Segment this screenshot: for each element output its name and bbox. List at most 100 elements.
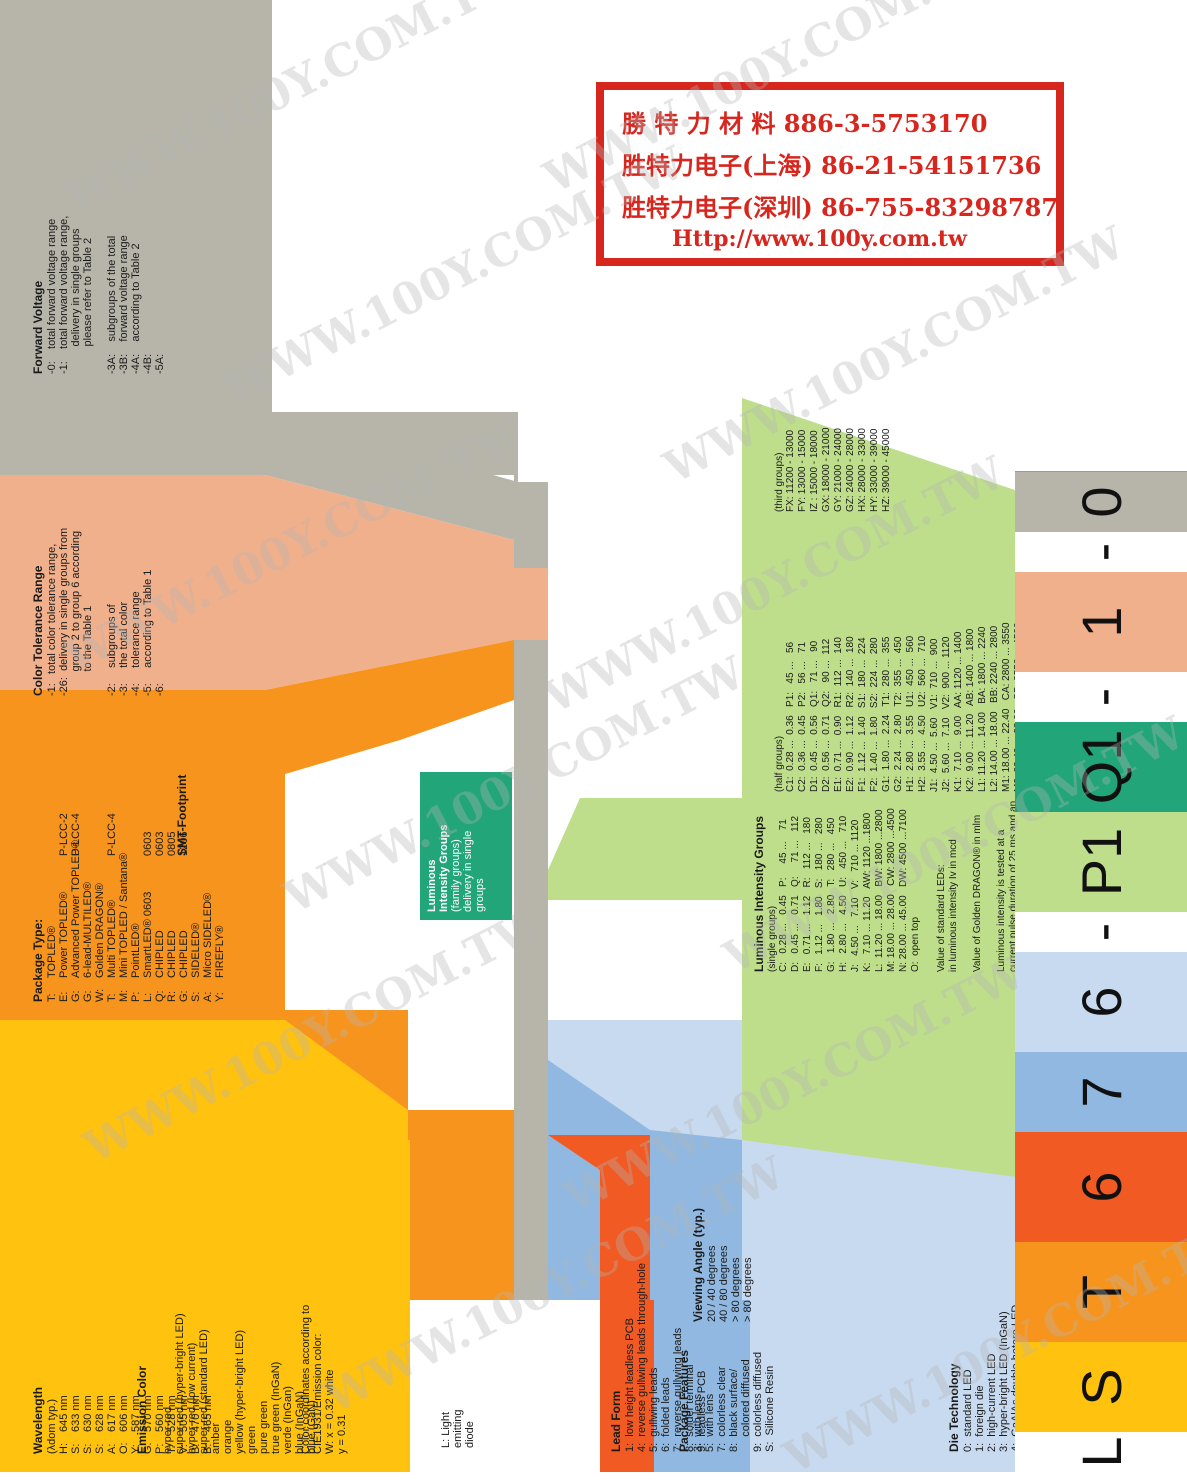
package-row: E: Power TOPLED® P-LCC-2 xyxy=(58,813,70,1002)
wavelength-row: S: 633 nm xyxy=(70,1387,82,1454)
forward-voltage-line: -1: total forward voltage range, xyxy=(58,215,70,374)
luminous-note-line xyxy=(984,801,996,972)
half-group-line: D1: 0.45 ... 0.56 Q1: 71 ... 90 xyxy=(809,640,821,792)
code-cell: - xyxy=(1015,671,1187,722)
code-cell: Q1 xyxy=(1015,721,1187,812)
half-group-line: H1: 2.80 ... 3.55 U1: 450 ... 560 xyxy=(905,635,917,792)
third-groups-title: (third groups) xyxy=(774,452,785,512)
emission-row: pure green xyxy=(258,1400,270,1454)
smt-footprint: P-LCC-4 xyxy=(70,813,82,856)
half-group-line: C2: 0.36 ... 0.45 P2: 56 ... 71 xyxy=(797,641,809,792)
emission-row: hyper-red (low current) xyxy=(186,1342,198,1454)
package-code: Q: xyxy=(154,990,166,1002)
emission-row: orange xyxy=(222,1419,234,1454)
code-cell: 6 xyxy=(1015,1131,1187,1242)
cie-line-2: CIE1931/Emission color: xyxy=(312,1333,324,1454)
half-group-line: F1: 1.12 ... 1.40 S1: 180 ... 224 xyxy=(857,637,869,792)
third-group-line: FX: 11200 - 13000 xyxy=(785,429,797,512)
code-cell: S xyxy=(1015,1341,1187,1432)
emission-row: verde (InGan) xyxy=(282,1386,294,1454)
die-technology-line: 0: standard LED xyxy=(962,1369,974,1452)
package-name: Mini TOPLED / Santana® xyxy=(118,852,130,978)
package-code: W: xyxy=(94,988,106,1002)
half-group-line: C1: 0.28 ... 0.36 P1: 45 ... 56 xyxy=(785,641,797,792)
wavelength-row: O:606 nm xyxy=(118,1387,130,1454)
cie-line-4: y = 0.31 xyxy=(336,1414,348,1454)
single-group-line: N: 28.00 ... 45.00 DW: 4500 ...7100 xyxy=(898,809,910,972)
color-tolerance-line: -26: delivery in single groups from xyxy=(58,527,70,696)
viewing-angle-line: 40 / 80 degrees xyxy=(718,1245,730,1322)
luminous-groups-title: Luminous Intensity Groups xyxy=(752,815,766,972)
stamp-line-3: 胜特力电子(深圳) 86-755-83298787 xyxy=(622,193,1059,222)
color-tolerance-band xyxy=(0,475,548,690)
half-group-line: K1: 7.10 ... 9.00 AA: 1120 ... 1400 xyxy=(953,631,965,792)
emission-title: Emission Color xyxy=(135,1365,149,1454)
half-group-line: M1: 18.00 ... 22.40 CA: 2800 ... 3550 xyxy=(1001,622,1013,792)
die-technology-title: Die Technology xyxy=(947,1363,961,1452)
code-cell: 0 xyxy=(1015,471,1187,532)
package-code: S: xyxy=(190,991,202,1002)
package-name: TOPLED® xyxy=(46,926,58,978)
wavelength-row: H:645 nm xyxy=(58,1387,70,1454)
package-feature-line: 8: black surface/ xyxy=(728,1368,740,1452)
single-group-line: D: 0.45 ... 0.71 Q: 71 ... 112 xyxy=(790,815,802,972)
third-group-line: IZ : 15000 - 18000 xyxy=(809,430,821,512)
wavelength-code: H: xyxy=(58,1443,70,1454)
luminous-note-line xyxy=(960,801,972,972)
package-row: T:Multi TOPLED®P-LCC-4 xyxy=(106,813,118,1002)
package-row: S: SIDELED® xyxy=(190,840,202,1002)
lum-tag-5: groups xyxy=(474,878,486,912)
color-tolerance-line: -6: xyxy=(154,683,166,696)
half-group-line: H2: 3.55 ... 4.50 U2: 560 ... 710 xyxy=(917,635,929,792)
third-group-line: HZ: 39000 - 45000 xyxy=(881,428,893,512)
package-code: A: xyxy=(202,991,214,1002)
forward-voltage-line: delivery in single groups xyxy=(70,228,82,374)
half-group-line: J2: 5.60 ... 7.10 V2: 900 ... 1120 xyxy=(941,636,953,792)
wavelength-code: S: xyxy=(82,1443,94,1454)
smt-footprint: 0603 xyxy=(142,831,154,856)
viewing-angle-line: 20 / 40 degrees xyxy=(706,1245,718,1322)
third-group-line: HY: 33000 - 39000 xyxy=(869,428,881,512)
die-technology-line: 2: high-current LED xyxy=(986,1353,998,1452)
luminous-tag-panel: Luminous Intensity Groups (family groups… xyxy=(426,825,486,912)
package-feature-line: 5: with lens xyxy=(704,1393,716,1452)
forward-voltage-line: -0: total forward voltage range xyxy=(46,218,58,374)
single-group-line: M: 18.00 ... 28.00 CW: 2800 ...4500 xyxy=(886,808,898,972)
package-feature-line: 9: colorless diffused xyxy=(752,1351,764,1452)
lead-form-line: 5: gullwing leads xyxy=(648,1367,660,1452)
light-line-3: diode xyxy=(464,1421,476,1448)
code-cell: 6 xyxy=(1015,951,1187,1052)
half-group-line: L2: 14.00 ... 18.00 BB: 2240 ... 2800 xyxy=(989,625,1001,792)
smt-panel: SMT-Footprint xyxy=(175,775,190,856)
smt-footprint: 0603 xyxy=(154,831,166,856)
light-label: L: Light emitting diode xyxy=(440,1409,476,1448)
package-code: E: xyxy=(58,991,70,1002)
package-feature-line: 3: with lens xyxy=(692,1393,704,1452)
light-line-2: emitting xyxy=(452,1409,464,1448)
stamp-line-1: 勝 特 力 材 料 886-3-5753170 xyxy=(622,109,988,138)
package-name: Power TOPLED® xyxy=(58,892,70,978)
package-feature-line: S: Silicone Resin xyxy=(764,1365,776,1452)
code-cell: L xyxy=(1015,1431,1187,1472)
viewing-angle-line: > 80 degrees xyxy=(730,1257,742,1322)
wavelength-value: 606 nm xyxy=(118,1395,130,1432)
cie-line-3: W: x = 0.32 white xyxy=(324,1369,336,1454)
wavelength-value: 633 nm xyxy=(70,1395,82,1432)
package-feature-line: 7: colorless clear xyxy=(716,1366,728,1452)
wavelength-code: S: xyxy=(70,1443,82,1454)
color-tolerance-line: -1: total color tolerance range, xyxy=(46,543,58,696)
lead-form-line: 6: folded leads xyxy=(660,1377,672,1452)
forward-voltage-panel: Forward Voltage -0: total forward voltag… xyxy=(31,215,166,374)
smt-footprint: P-LCC-2 xyxy=(58,813,70,856)
single-group-line: L: 11.20 ... 18.00 BW: 1800 ...2800 xyxy=(874,809,886,972)
package-name: Advanced Power TOPLED® xyxy=(70,840,82,978)
color-tolerance-title: Color Tolerance Range xyxy=(31,565,45,696)
light-line-1: L: Light xyxy=(440,1411,452,1448)
forward-voltage-title: Forward Voltage xyxy=(31,280,45,374)
half-group-line: E1: 0.71 ... 0.90 R1: 112 ... 140 xyxy=(833,637,845,792)
package-name: SIDELED® xyxy=(190,922,202,978)
package-row: T:TOPLED® xyxy=(46,840,58,1002)
emission-row: amber xyxy=(210,1422,222,1454)
